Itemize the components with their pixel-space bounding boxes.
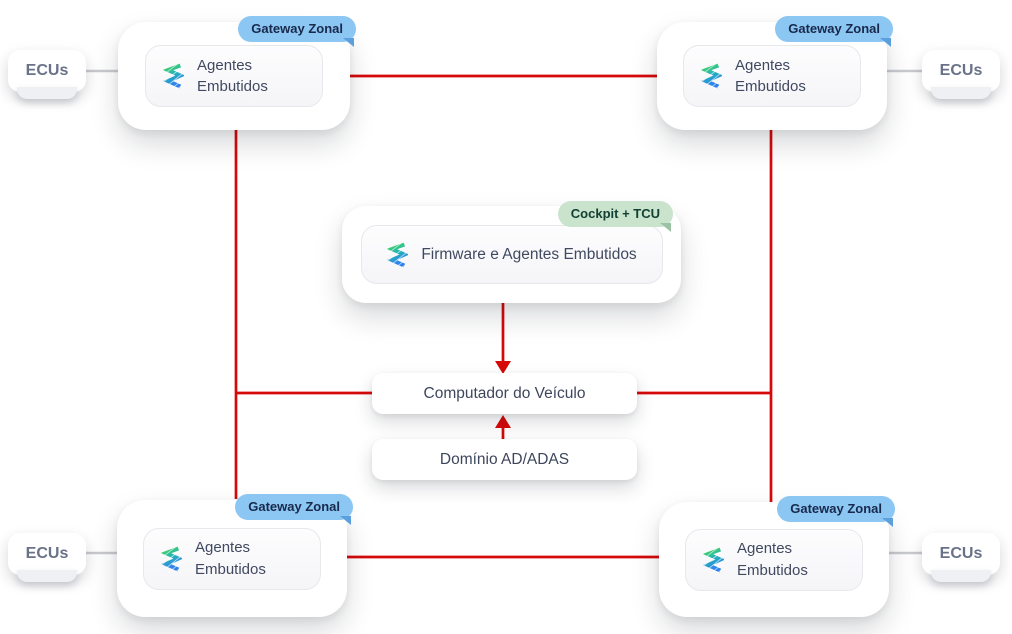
gateway-zonal-card-top-left: Gateway Zonal Agentes Embutidos xyxy=(118,16,356,130)
gateway-zonal-badge: Gateway Zonal xyxy=(235,494,353,520)
ecu-box-bottom-left: ECUs xyxy=(8,533,86,582)
gateway-zonal-badge: Gateway Zonal xyxy=(238,16,356,42)
ecu-box-top-left: ECUs xyxy=(8,50,86,99)
agentes-embutidos-chip: Agentes Embutidos xyxy=(145,45,323,107)
ecu-box-top-right: ECUs xyxy=(922,50,1000,99)
gateway-zonal-badge: Gateway Zonal xyxy=(775,16,893,42)
s-gradient-logo-icon xyxy=(702,545,724,574)
arrowhead-down-icon xyxy=(495,361,511,374)
vehicle-computer-node: Computador do Veículo xyxy=(372,373,637,414)
ad-adas-domain-node: Domínio AD/ADAS xyxy=(372,439,637,480)
cockpit-tcu-card: Cockpit + TCU Firmware e Agentes Embutid… xyxy=(342,201,681,303)
cockpit-tcu-badge: Cockpit + TCU xyxy=(557,201,673,227)
ecu-label: ECUs xyxy=(939,545,983,562)
s-gradient-logo-icon xyxy=(386,240,409,269)
gateway-zonal-badge: Gateway Zonal xyxy=(777,496,895,522)
agentes-embutidos-chip: Agentes Embutidos xyxy=(143,527,321,590)
s-gradient-logo-icon xyxy=(700,62,722,90)
gateway-zonal-card-top-right: Gateway Zonal Agentes Embutidos xyxy=(657,16,893,130)
chip-label: Agentes Embutidos xyxy=(197,56,268,95)
agentes-embutidos-chip: Agentes Embutidos xyxy=(683,45,861,107)
chip-label: Firmware e Agentes Embutidos xyxy=(421,245,637,263)
gateway-zonal-card-bottom-right: Gateway Zonal Agentes Embutidos xyxy=(659,496,895,617)
chip-label: Agentes Embutidos xyxy=(737,540,808,579)
gateway-zonal-card-bottom-left: Gateway Zonal Agentes Embutidos xyxy=(117,494,353,617)
ecu-label: ECUs xyxy=(939,62,983,79)
ecu-label: ECUs xyxy=(25,545,69,562)
ecu-box-bottom-right: ECUs xyxy=(922,533,1000,582)
agentes-embutidos-chip: Agentes Embutidos xyxy=(685,528,863,591)
arrowhead-up-icon xyxy=(495,415,511,428)
chip-label: Agentes Embutidos xyxy=(195,539,266,578)
chip-label: Agentes Embutidos xyxy=(735,56,806,95)
firmware-agentes-chip: Firmware e Agentes Embutidos xyxy=(360,225,663,284)
s-gradient-logo-icon xyxy=(160,544,182,573)
ecu-label: ECUs xyxy=(25,62,69,79)
s-gradient-logo-icon xyxy=(162,62,184,90)
